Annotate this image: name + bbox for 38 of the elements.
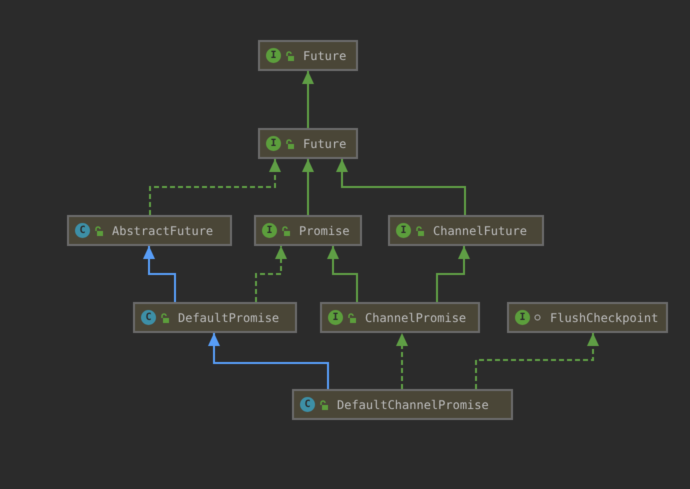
inheritance-arrow — [302, 71, 314, 129]
interface-badge: I — [515, 310, 530, 325]
interface-badge: I — [266, 136, 281, 151]
class-name: DefaultChannelPromise — [337, 398, 489, 412]
interface-badge: I — [266, 48, 281, 63]
class-box — [254, 215, 362, 246]
class-box — [258, 128, 358, 159]
inheritance-arrow — [302, 159, 314, 216]
inheritance-arrow — [436, 246, 470, 302]
class-box — [507, 302, 668, 333]
class-name: DefaultPromise — [178, 310, 280, 324]
inheritance-arrow — [208, 333, 329, 389]
class-badge: C — [141, 310, 156, 325]
realization-arrow — [396, 333, 408, 390]
class-name: Future — [303, 136, 346, 150]
inheritance-arrow — [143, 246, 176, 302]
class-box — [67, 215, 232, 246]
class-badge: C — [75, 223, 90, 238]
inheritance-arrow — [336, 159, 466, 215]
class-box — [258, 40, 358, 71]
realization-arrow — [255, 246, 287, 302]
class-name: ChannelPromise — [365, 310, 466, 324]
class-box — [388, 215, 544, 246]
class-name: Promise — [299, 224, 350, 238]
class-box — [320, 302, 480, 333]
class-name: Future — [303, 48, 346, 62]
interface-badge: I — [396, 223, 411, 238]
realization-arrow — [475, 333, 599, 389]
inheritance-arrow — [327, 246, 358, 302]
interface-badge: I — [262, 223, 277, 238]
class-box — [292, 389, 513, 420]
class-name: AbstractFuture — [112, 224, 214, 238]
interface-badge: I — [328, 310, 343, 325]
class-name: FlushCheckpoint — [550, 310, 658, 324]
class-name: ChannelFuture — [433, 224, 527, 238]
class-box — [133, 302, 297, 333]
realization-arrow — [149, 159, 281, 215]
class-badge: C — [300, 397, 315, 412]
